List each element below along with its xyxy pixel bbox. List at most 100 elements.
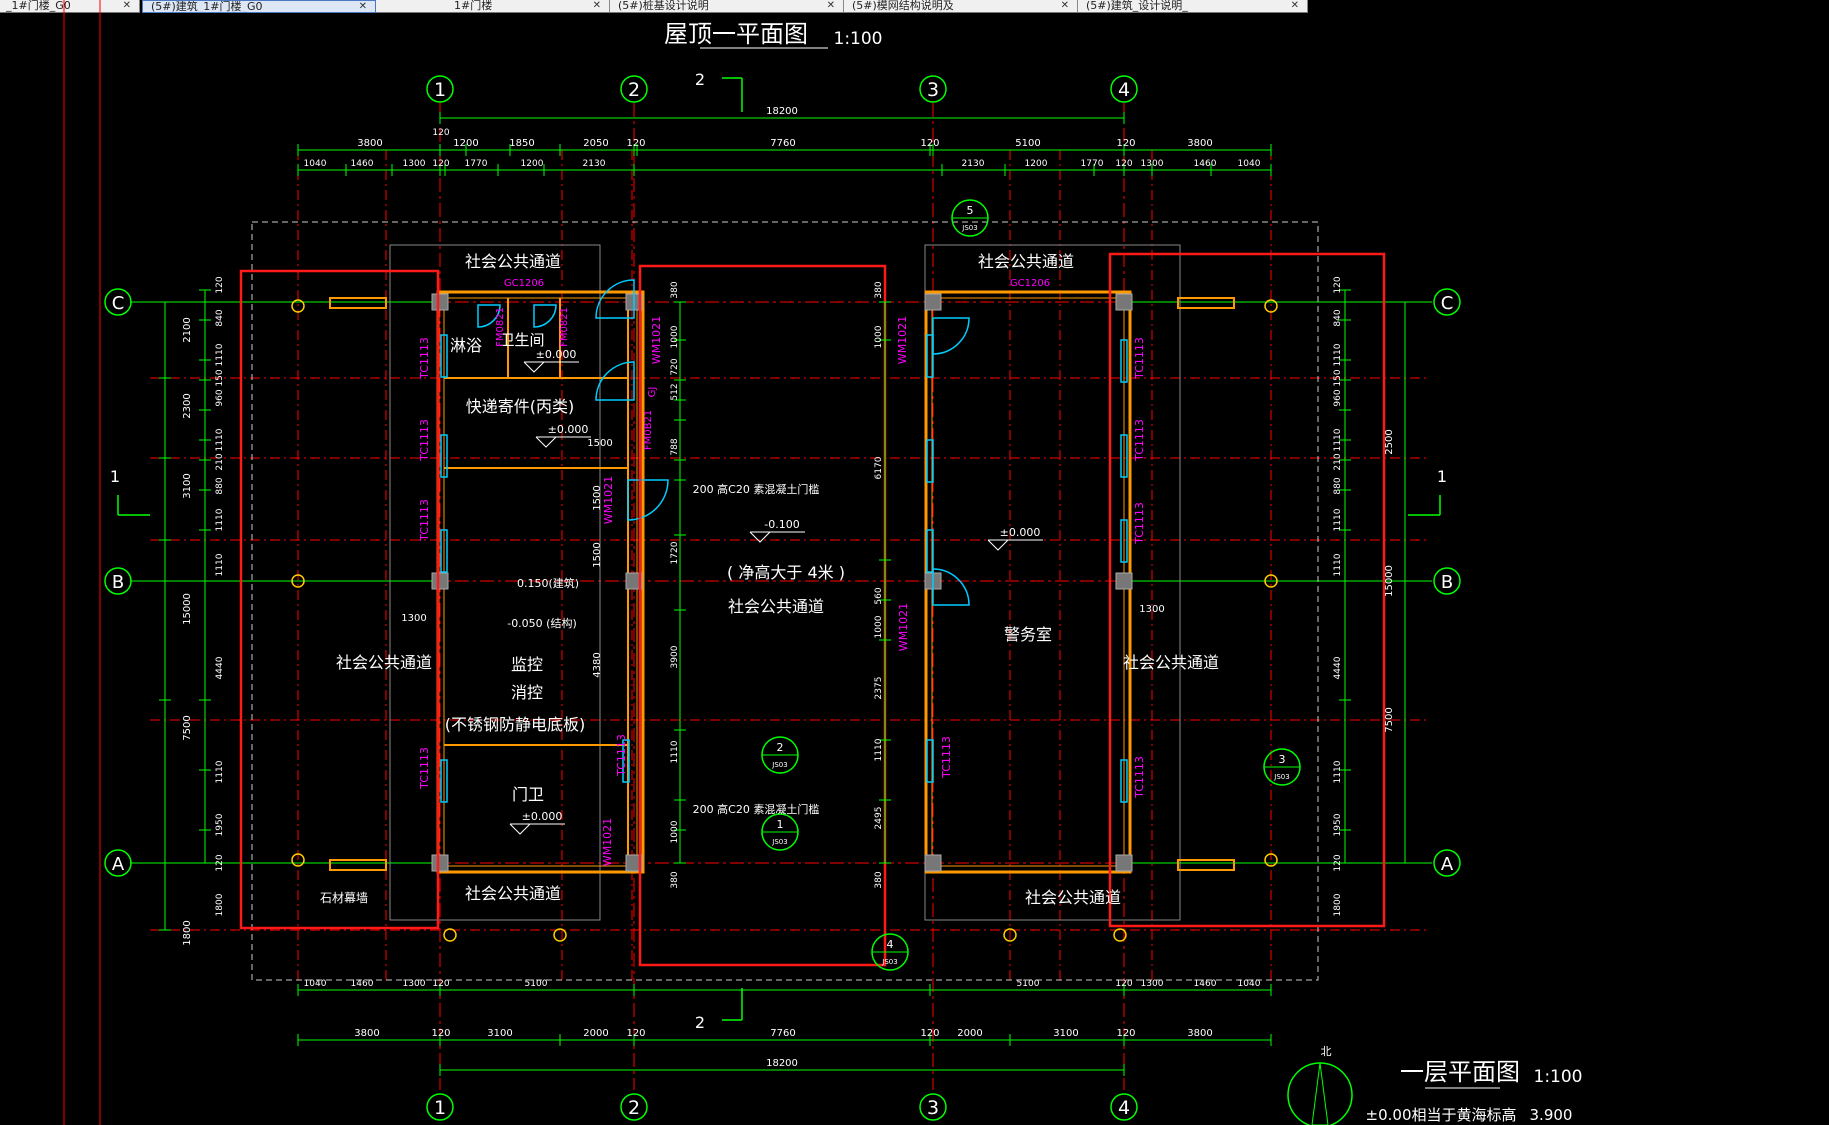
dim-label-bottom-row1: 1040 (1238, 979, 1261, 989)
dim-label-top-row1: 120 (626, 138, 645, 149)
dim-label-left-inner: 960 (215, 389, 225, 406)
tag-gc-right: GC1206 (1010, 278, 1050, 289)
dim-label-right-outer: 7500 (1384, 707, 1395, 732)
dim-label-top-row1: 1200 (453, 138, 478, 149)
axis-bubble-top (919, 75, 947, 103)
callout-ref: JS03 (771, 761, 787, 769)
dim-label-top-row2: 1770 (1081, 159, 1104, 169)
level-label: ±0.000 (522, 810, 563, 823)
dim-label-bottom-row2: 3100 (487, 1028, 512, 1039)
level-label: ±0.000 (1000, 526, 1041, 539)
axis-label-row-left: A (112, 854, 125, 875)
dim-label-misc: 4380 (592, 652, 603, 677)
tag-wm: WM1021 (650, 316, 663, 364)
dim-label-center: 512 (670, 383, 680, 400)
dim-label-center-right: 1000 (874, 325, 884, 348)
dim-label-bottom-row1: 5100 (525, 979, 548, 989)
section-label-right: 1 (1437, 467, 1447, 486)
level-marker-icon (509, 823, 531, 835)
tag-tc: TC1113 (418, 747, 431, 790)
dim-label-bottom-row2: 120 (920, 1028, 939, 1039)
tab-label: (5#)模网结构说明及 (852, 0, 954, 12)
dim-label-bottom-row1: 1460 (1194, 979, 1217, 989)
tag-gj: GJ (647, 387, 658, 398)
structural-column (924, 293, 942, 311)
axis-bubble-top (426, 75, 454, 103)
dim-label-top-row1: 5100 (1015, 138, 1040, 149)
dim-label-right-inner: 1800 (1333, 893, 1343, 916)
dim-label-left-inner: 4440 (215, 656, 225, 679)
canopy-column (1003, 928, 1017, 942)
dim-label-top-row1: 1850 (509, 138, 534, 149)
dim-label-center: 380 (670, 871, 680, 888)
roof-plan-scale: 1:100 (834, 29, 883, 49)
dim-label-top-row2: 120 (432, 159, 449, 169)
dim-label-center-right: 6170 (874, 456, 884, 479)
dim-label-left-inner: 1950 (215, 813, 225, 836)
dim-label-left-inner: 1110 (215, 553, 225, 576)
dim-label-right-inner: 960 (1333, 389, 1343, 406)
close-icon[interactable]: ✕ (122, 0, 131, 11)
north-arrow-pointer (1311, 1062, 1329, 1125)
axis-label-col-top: 4 (1118, 79, 1130, 101)
dim-label-center: 1720 (670, 541, 680, 564)
dim-label-center: 720 (670, 358, 680, 375)
dim-label-small: 120 (432, 128, 449, 138)
tab-label: (5#)桩基设计说明 (618, 0, 709, 12)
tab-5-jianzhu-menlou[interactable]: (5#)建筑_1#门楼_G0✕ (142, 0, 376, 13)
floor-plan-scale: 1:100 (1534, 1067, 1583, 1087)
dim-label-left-inner: 120 (215, 276, 225, 293)
dim-label-top-row2: 1300 (403, 159, 426, 169)
dim-label-right-inner: 120 (1333, 276, 1343, 293)
tab-1-menlou[interactable]: 1#门楼✕ (376, 0, 610, 13)
dim-label-top-row2: 2130 (962, 159, 985, 169)
door-swing (595, 361, 635, 401)
structural-column (431, 572, 449, 590)
dim-label-right-inner: 210 (1333, 453, 1343, 470)
tab-1-menlou-g0[interactable]: _1#门楼_G0 ✕ (0, 0, 140, 13)
tab-5-jianzhu-shuoming[interactable]: (5#)建筑_设计说明_✕ (1078, 0, 1308, 13)
close-icon[interactable]: ✕ (1060, 0, 1069, 11)
tab-label: _1#门楼_G0 (6, 0, 71, 12)
dim-label-bottom-row1: 1300 (1141, 979, 1164, 989)
dim-label-top-row2: 1770 (465, 159, 488, 169)
dim-label-bottom-row1: 1300 (403, 979, 426, 989)
dim-label-left-outer: 7500 (182, 715, 193, 740)
close-icon[interactable]: ✕ (1290, 0, 1299, 11)
callout-number: 5 (967, 204, 974, 217)
window-mark (926, 334, 934, 378)
dim-label-left-inner: 210 (215, 453, 225, 470)
dim-label: 18200 (766, 106, 798, 117)
axis-label-row-right: B (1441, 572, 1453, 593)
door-swing (932, 568, 970, 606)
canopy-column (1113, 928, 1127, 942)
close-icon[interactable]: ✕ (358, 1, 367, 12)
axis-bubble-bottom (620, 1093, 648, 1121)
dim-label-center: 788 (670, 438, 680, 455)
canopy-column (1264, 574, 1278, 588)
room-label-monitor: 监控 (511, 655, 543, 674)
close-icon[interactable]: ✕ (826, 0, 835, 11)
dim-label-bottom-row1: 1460 (351, 979, 374, 989)
structural-column (1115, 293, 1133, 311)
dim-label-right-inner: 1110 (1333, 508, 1343, 531)
tag-tc: TC1113 (1133, 502, 1146, 545)
north-label: 北 (1321, 1045, 1332, 1058)
tab-5-zhuangji[interactable]: (5#)桩基设计说明 ✕ (610, 0, 844, 13)
tag-tc: TC1113 (1133, 337, 1146, 380)
gc-window (329, 297, 387, 309)
tag-tc: TC1113 (418, 499, 431, 542)
room-label-floor-note: (不锈钢防静电底板) (445, 715, 586, 734)
axis-label-col-bottom: 2 (628, 1097, 640, 1119)
door-swing (595, 279, 635, 319)
close-icon[interactable]: ✕ (592, 0, 601, 11)
axis-bubble-right (1433, 849, 1461, 877)
dim-label-right-inner: 4440 (1333, 656, 1343, 679)
tab-5-mowang[interactable]: (5#)模网结构说明及 ✕ (844, 0, 1078, 13)
dim-label-center: 1000 (670, 325, 680, 348)
elevation-note: ±0.00相当于黄海标高 (1366, 1106, 1517, 1124)
dim-label-left-outer: 2100 (182, 317, 193, 342)
dim-label-misc: 1300 (1139, 604, 1164, 615)
